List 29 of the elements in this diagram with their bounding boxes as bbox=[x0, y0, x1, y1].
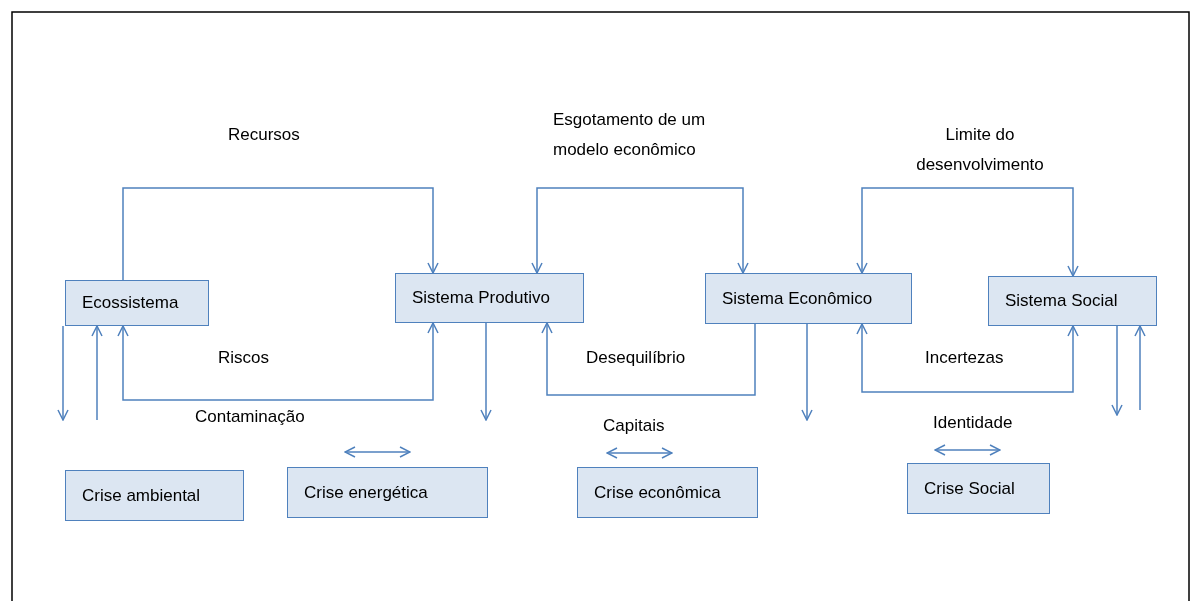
process-box: Crise Social bbox=[907, 463, 1050, 514]
edge-label: Desequilíbrio bbox=[586, 347, 687, 369]
text-label: Identidade bbox=[933, 412, 1013, 434]
edge-label: Riscos bbox=[218, 347, 270, 369]
arrow bbox=[531, 187, 749, 274]
arrow bbox=[856, 187, 1079, 277]
process-box: Crise econômica bbox=[577, 467, 758, 518]
process-box: Crise energética bbox=[287, 467, 488, 518]
arrow bbox=[91, 325, 103, 421]
text-label: Capitais bbox=[603, 415, 665, 437]
edge-label: Recursos bbox=[228, 124, 301, 146]
edge-label: Esgotamento de um modelo econômico bbox=[553, 109, 707, 161]
process-box: Crise ambiental bbox=[65, 470, 244, 521]
arrow bbox=[541, 322, 756, 396]
edge-label: Incertezas bbox=[925, 347, 1005, 369]
process-box: Sistema Social bbox=[988, 276, 1157, 326]
text-label: Contaminação bbox=[195, 406, 305, 428]
arrow bbox=[57, 325, 69, 421]
arrow bbox=[117, 322, 439, 401]
arrow bbox=[1134, 325, 1146, 411]
arrow bbox=[801, 323, 813, 421]
process-box: Sistema Econômico bbox=[705, 273, 912, 324]
arrow bbox=[856, 323, 1079, 393]
process-box: Ecossistema bbox=[65, 280, 209, 326]
arrow bbox=[122, 187, 439, 281]
arrow bbox=[480, 322, 492, 421]
arrow bbox=[1111, 325, 1123, 416]
process-box: Sistema Produtivo bbox=[395, 273, 584, 323]
edge-label: Limite do desenvolvimento bbox=[915, 124, 1045, 176]
